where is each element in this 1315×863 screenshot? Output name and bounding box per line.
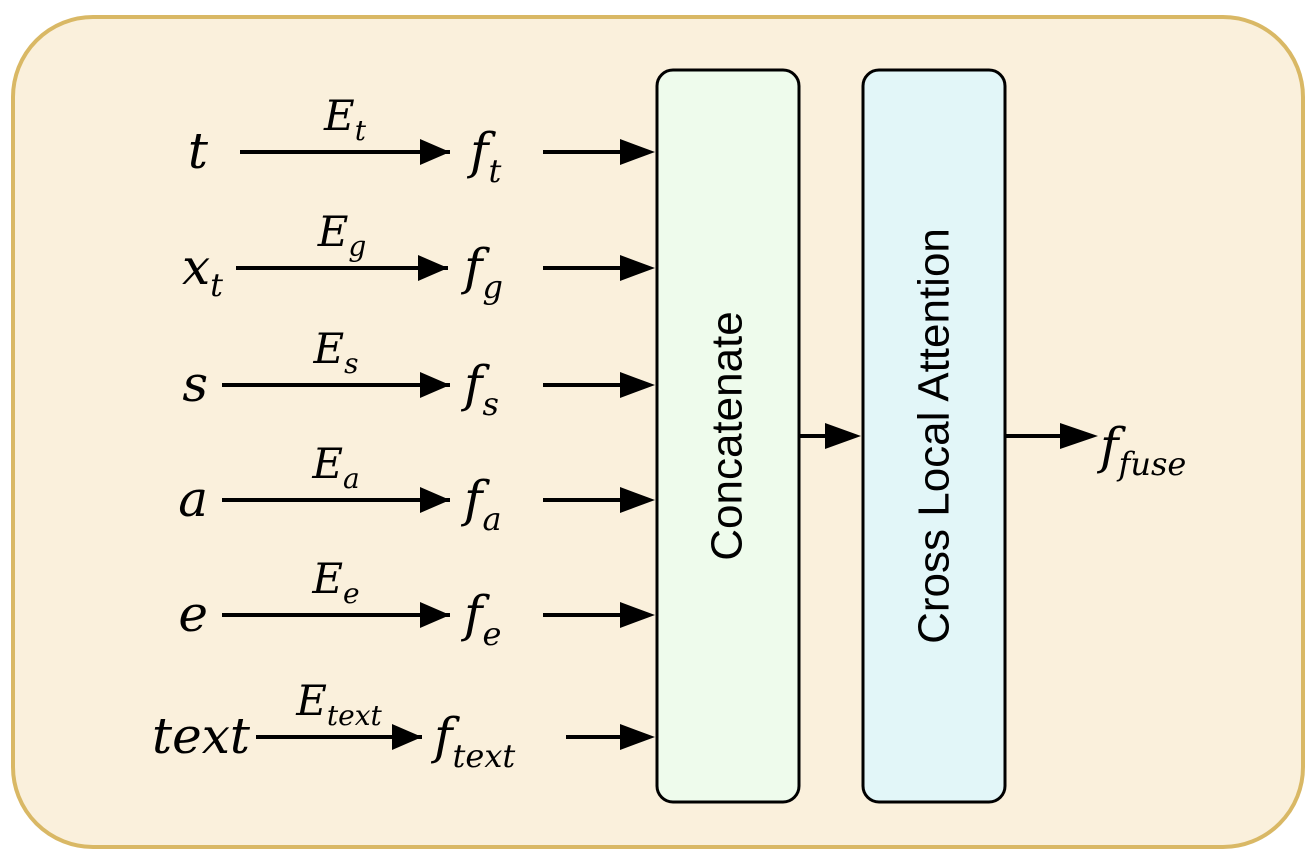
feature-to-concat-arrowhead [620, 487, 655, 513]
input-variable: t [188, 122, 209, 180]
encoder-label: Et [323, 91, 367, 147]
input-row: xt Eg fg [182, 207, 655, 306]
encoder-label: Etext [295, 676, 382, 732]
concatenate-label: Concatenate [703, 311, 752, 561]
encoder-arrowhead [418, 255, 448, 281]
encoder-label: Ea [311, 439, 359, 495]
encoder-label: Es [312, 324, 358, 380]
concat-to-attention-arrowhead [825, 423, 861, 449]
feature-to-concat-arrowhead [620, 139, 655, 165]
connectors [800, 423, 1098, 449]
encoder-label: Eg [317, 207, 367, 263]
cross-local-attention-label: Cross Local Attention [910, 228, 959, 644]
input-variable: e [178, 585, 208, 643]
output-feature-label: ffuse [1096, 417, 1186, 483]
feature-label: fg [460, 238, 503, 306]
attention-to-output-arrowhead [1060, 423, 1098, 449]
input-variable: a [178, 470, 208, 528]
encoder-arrowhead [420, 487, 450, 513]
feature-to-concat-arrowhead [620, 372, 655, 398]
feature-to-concat-arrowhead [620, 724, 655, 750]
encoder-label: Ee [311, 554, 359, 610]
feature-to-concat-arrowhead [620, 255, 655, 281]
concatenate-box [655, 68, 801, 804]
feature-to-concat-arrowhead [620, 602, 655, 628]
encoder-arrowhead [420, 139, 450, 165]
input-variable: text [152, 707, 251, 765]
encoder-arrowhead [420, 372, 450, 398]
encoder-arrowhead [392, 724, 422, 750]
input-variable: s [182, 355, 208, 413]
encoder-arrowhead [420, 602, 450, 628]
cross-local-attention-box [861, 68, 1007, 804]
input-variable: xt [182, 238, 223, 304]
